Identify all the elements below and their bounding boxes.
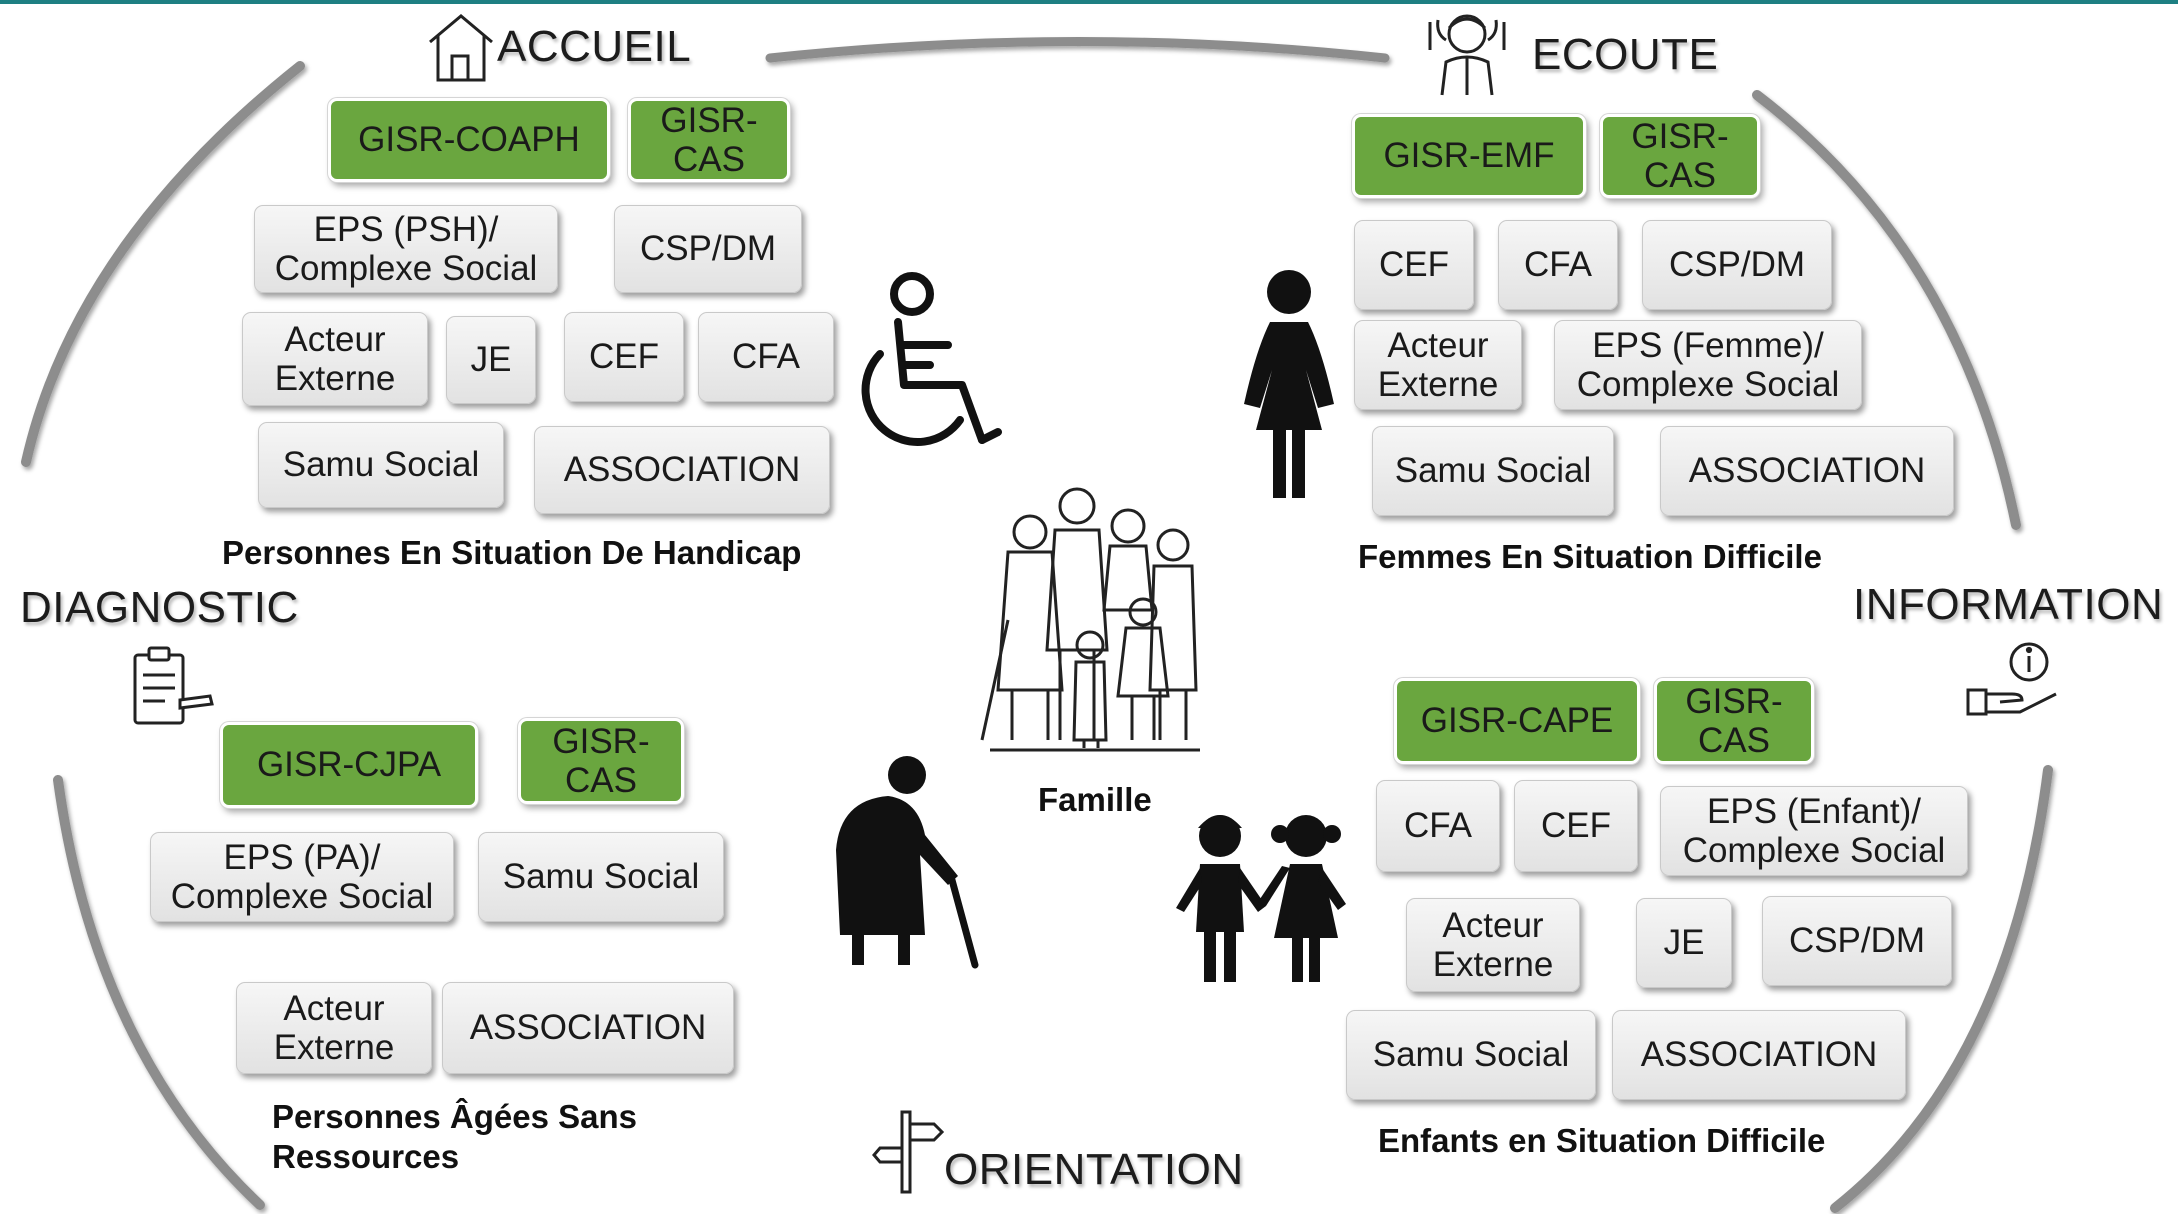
box-association[interactable]: ASSOCIATION bbox=[442, 982, 734, 1074]
box-samu-social[interactable]: Samu Social bbox=[258, 422, 504, 508]
stage-label-diagnostic: DIAGNOSTIC bbox=[20, 583, 299, 632]
box-samu-social[interactable]: Samu Social bbox=[1372, 426, 1614, 516]
box-cef[interactable]: CEF bbox=[564, 312, 684, 402]
stage-label-orientation: ORIENTATION bbox=[944, 1145, 1244, 1194]
box-cef[interactable]: CEF bbox=[1354, 220, 1474, 310]
elderly-person-icon bbox=[836, 756, 979, 969]
box-samu-social[interactable]: Samu Social bbox=[478, 832, 724, 922]
box-gisr-cape[interactable]: GISR-CAPE bbox=[1394, 678, 1640, 764]
box-je[interactable]: JE bbox=[446, 316, 536, 404]
family-label: Famille bbox=[1038, 781, 1152, 818]
box-acteur-externe[interactable]: Acteur Externe bbox=[242, 312, 428, 406]
box-gisr-cas[interactable]: GISR- CAS bbox=[518, 718, 684, 804]
arc-top bbox=[765, 37, 1390, 63]
box-eps-complexe-social[interactable]: EPS (Enfant)/ Complexe Social bbox=[1660, 786, 1968, 876]
box-cef[interactable]: CEF bbox=[1514, 780, 1638, 872]
clipboard-icon bbox=[133, 646, 214, 725]
box-acteur-externe[interactable]: Acteur Externe bbox=[236, 982, 432, 1074]
box-gisr-cas[interactable]: GISR- CAS bbox=[1600, 114, 1760, 198]
arc-upper-left bbox=[21, 61, 305, 467]
box-acteur-externe[interactable]: Acteur Externe bbox=[1406, 898, 1580, 992]
box-gisr-cas[interactable]: GISR- CAS bbox=[628, 98, 790, 182]
box-eps-complexe-social[interactable]: EPS (PA)/ Complexe Social bbox=[150, 832, 454, 922]
box-gisr-cas[interactable]: GISR- CAS bbox=[1654, 678, 1814, 764]
box-csp-dm[interactable]: CSP/DM bbox=[1642, 220, 1832, 310]
top-accent-line bbox=[0, 0, 2178, 4]
box-csp-dm[interactable]: CSP/DM bbox=[1762, 896, 1952, 986]
caption-agees: Personnes Âgées Sans Ressources bbox=[272, 1098, 637, 1176]
caption-enfants: Enfants en Situation Difficile bbox=[1378, 1122, 1826, 1159]
box-gisr-cjpa[interactable]: GISR-CJPA bbox=[220, 722, 478, 808]
arc-lower-right bbox=[1830, 765, 2053, 1213]
family-icon bbox=[980, 487, 1200, 752]
box-samu-social[interactable]: Samu Social bbox=[1346, 1010, 1596, 1100]
stage-label-information: INFORMATION bbox=[1853, 580, 2164, 629]
box-association[interactable]: ASSOCIATION bbox=[534, 426, 830, 514]
children-icon bbox=[1176, 815, 1346, 982]
arc-lower-left bbox=[53, 775, 265, 1210]
caption-femmes: Femmes En Situation Difficile bbox=[1358, 538, 1822, 575]
info-hand-icon bbox=[1966, 642, 2057, 716]
woman-icon bbox=[1244, 270, 1334, 498]
box-cfa[interactable]: CFA bbox=[698, 312, 834, 402]
box-gisr-emf[interactable]: GISR-EMF bbox=[1352, 114, 1586, 198]
box-csp-dm[interactable]: CSP/DM bbox=[614, 205, 802, 293]
box-je[interactable]: JE bbox=[1636, 898, 1732, 988]
stage-label-ecoute: ECOUTE bbox=[1532, 30, 1719, 79]
box-eps-complexe-social[interactable]: EPS (PSH)/ Complexe Social bbox=[254, 205, 558, 293]
box-acteur-externe[interactable]: Acteur Externe bbox=[1354, 320, 1522, 410]
signpost-icon bbox=[872, 1110, 945, 1194]
box-cfa[interactable]: CFA bbox=[1376, 780, 1500, 872]
box-cfa[interactable]: CFA bbox=[1498, 220, 1618, 310]
wheelchair-person-icon bbox=[861, 272, 1002, 446]
house-icon bbox=[429, 14, 493, 82]
arc-upper-right bbox=[1752, 90, 2021, 530]
box-association[interactable]: ASSOCIATION bbox=[1612, 1010, 1906, 1100]
caption-handicap: Personnes En Situation De Handicap bbox=[222, 534, 802, 571]
listening-person-icon bbox=[1428, 14, 1506, 96]
stage-label-accueil: ACCUEIL bbox=[497, 22, 692, 71]
box-eps-complexe-social[interactable]: EPS (Femme)/ Complexe Social bbox=[1554, 320, 1862, 410]
box-gisr-coaph[interactable]: GISR-COAPH bbox=[328, 98, 610, 182]
box-association[interactable]: ASSOCIATION bbox=[1660, 426, 1954, 516]
